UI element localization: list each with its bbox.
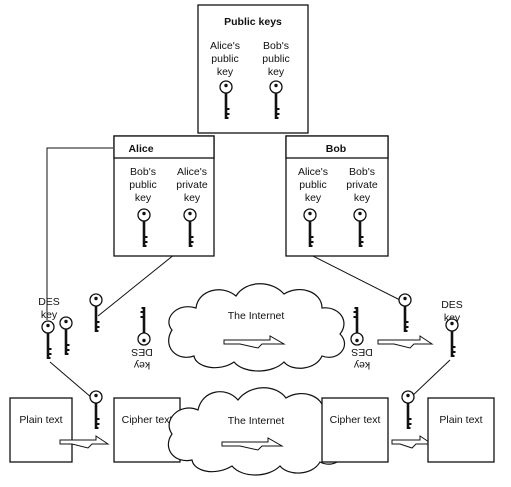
encrypted-des-key-right-icon <box>349 305 365 347</box>
alice-title-bar <box>113 135 215 159</box>
alice-private-label-2: private <box>176 179 208 191</box>
connector-lines <box>46 147 451 399</box>
alice-public-key-label-3: key <box>217 66 234 78</box>
alice-box: Alice Bob's public key Alice's private k… <box>113 135 215 257</box>
bolt-left <box>58 315 74 357</box>
public-keys-frame <box>197 4 309 134</box>
des-encrypted-left-label-2: key <box>133 359 150 371</box>
public-keys-title: Public keys <box>224 16 282 28</box>
encrypted-des-key-left-text: DES key <box>131 346 153 371</box>
plain-text-right-label: Plain text <box>439 414 482 426</box>
des-encrypted-right-label-1: DES <box>351 346 373 358</box>
cipher-text-left-box <box>113 397 181 463</box>
bob-private-label-3: key <box>354 192 371 204</box>
bob-box: Bob Alice's public key Bob's private key <box>285 135 389 257</box>
des-key-encrypt-icon <box>88 389 104 431</box>
bob-private-label-2: private <box>346 179 378 191</box>
bob-title: Bob <box>326 143 346 155</box>
des-key-right-icon <box>444 317 460 359</box>
connector-private-key-to-des <box>97 245 186 317</box>
bob-title-bar <box>285 135 389 159</box>
alice-bob-public-label-2: public <box>129 179 156 191</box>
des-encrypted-left-label-1: DES <box>131 346 153 358</box>
cipher-text-right-box <box>321 397 389 463</box>
connector-des-to-cipher-right <box>409 359 451 399</box>
cloud-top <box>168 283 346 372</box>
bob-public-key-label-2: public <box>262 53 289 65</box>
bob-alice-public-label-2: public <box>299 179 326 191</box>
bob-private-key-applied-icon <box>397 292 413 334</box>
alice-title: Alice <box>128 143 153 155</box>
alice-public-key-label-1: Alice's <box>210 40 240 52</box>
encrypt-bolt-left <box>59 435 110 449</box>
message-row: Plain text Cipher text The Internet Ciph… <box>9 387 495 476</box>
public-keys-box: Public keys Alice's public key Bob's pub… <box>197 4 309 134</box>
plain-text-right-box <box>427 397 495 463</box>
cloud-bottom-label: The Internet <box>228 415 285 427</box>
des-key-decrypt-icon <box>400 389 416 431</box>
encrypted-des-key-right-text: DES key <box>351 346 373 371</box>
plain-text-left-box <box>9 397 73 463</box>
encrypted-des-key-left-icon <box>136 305 152 347</box>
decrypt-bolt-right <box>391 435 434 449</box>
transfer-bolt-bottom <box>221 437 284 451</box>
des-key-left-icon <box>40 319 56 361</box>
alice-private-label-1: Alice's <box>177 166 207 178</box>
des-key-left-label-1: DES <box>38 296 60 308</box>
connector-des-to-cipher-left <box>49 361 93 399</box>
des-key-left-label-2: key <box>41 309 58 321</box>
transfer-bolt-right <box>377 335 434 349</box>
alice-private-label-3: key <box>184 192 201 204</box>
cipher-text-left-label: Cipher text <box>122 414 173 426</box>
plain-text-left-label: Plain text <box>19 414 62 426</box>
bob-alice-public-label-3: key <box>305 192 322 204</box>
cipher-text-right-label: Cipher text <box>330 414 381 426</box>
cloud-top-label: The Internet <box>228 310 285 322</box>
alice-private-key-applied-icon <box>88 292 104 334</box>
connector-bob-key-to-des <box>304 251 401 301</box>
alice-public-key-label-2: public <box>211 53 238 65</box>
alice-bob-public-label-3: key <box>135 192 152 204</box>
des-key-right-label-1: DES <box>441 299 463 311</box>
bob-public-key-label-3: key <box>268 66 285 78</box>
connector-alice-to-des-key <box>46 147 113 320</box>
bob-public-key-label-1: Bob's <box>263 40 289 52</box>
alice-bob-public-label-1: Bob's <box>130 166 156 178</box>
cloud-bottom <box>167 387 346 476</box>
transfer-bolt-top <box>223 335 286 349</box>
des-encrypted-right-label-2: key <box>353 359 370 371</box>
bob-private-label-1: Bob's <box>349 166 375 178</box>
des-exchange-row: DES key DES key The Internet DES key DES… <box>38 283 463 372</box>
bob-alice-public-label-1: Alice's <box>298 166 328 178</box>
